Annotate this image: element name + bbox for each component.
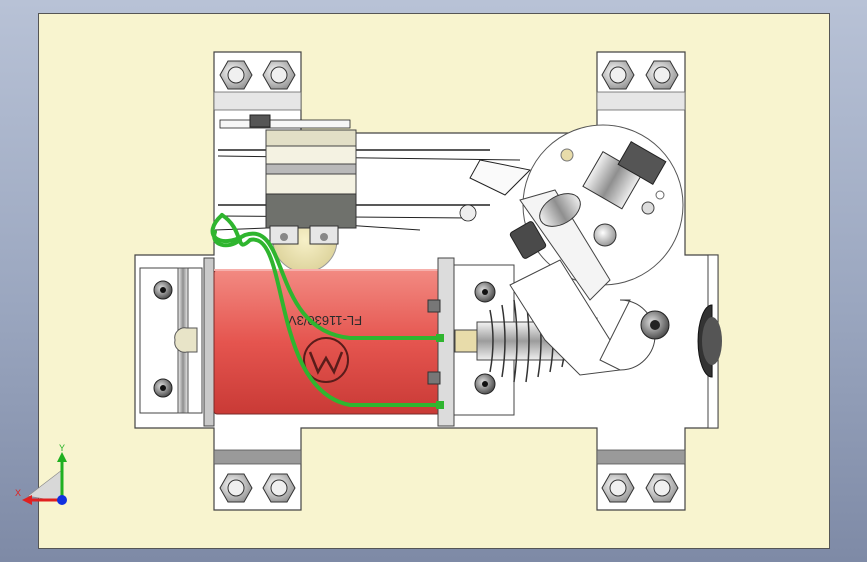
hex-nut-icon [219, 60, 253, 90]
coil-label: FL-11630/3V [288, 313, 363, 328]
triad-y-label: Y [59, 443, 65, 453]
wire-terminals [436, 334, 444, 409]
lead-wires [210, 213, 442, 407]
linkage-arm [509, 141, 670, 376]
hex-nut-icon [601, 60, 635, 90]
motorola-logo-icon [303, 337, 349, 383]
hex-nut-icon [645, 473, 679, 503]
triad-x-label: X [15, 488, 21, 498]
hex-nut-icon [262, 473, 296, 503]
socket-bolt-icon [474, 281, 496, 303]
hex-nut-icon [645, 60, 679, 90]
hex-nut-icon [219, 473, 253, 503]
socket-bolt-icon [640, 310, 670, 340]
socket-bolt-icon [153, 378, 173, 398]
socket-bolt-icon [474, 373, 496, 395]
solenoid-coil: FL-11630/3V [213, 269, 443, 415]
corner-nuts [219, 60, 679, 503]
stop-bumper [697, 254, 722, 429]
hex-nut-icon [262, 60, 296, 90]
hex-nut-icon [601, 473, 635, 503]
relay-contact-block [265, 129, 357, 245]
coordinate-triad: Y X [15, 443, 67, 505]
socket-bolt-icon [153, 280, 173, 300]
left-bracket [139, 257, 215, 427]
